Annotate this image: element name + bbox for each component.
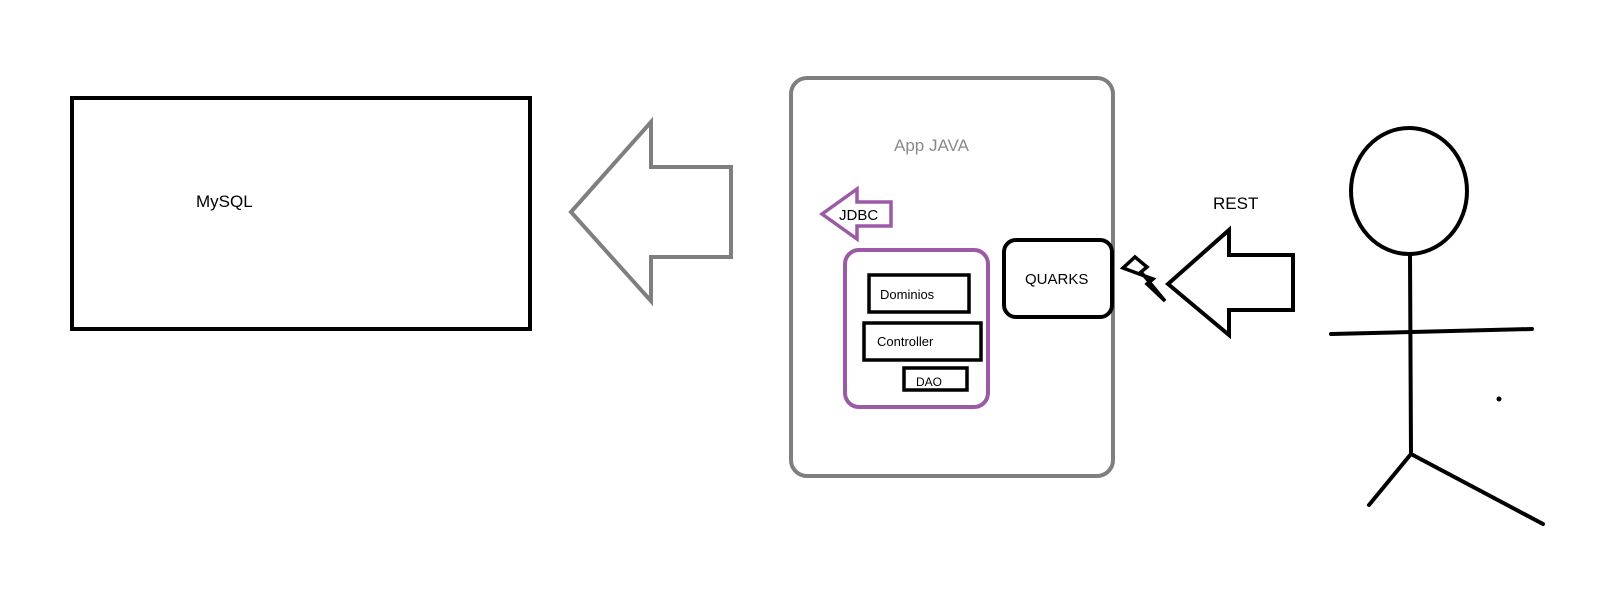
user-right-leg — [1409, 452, 1545, 526]
quarks-box — [1002, 238, 1114, 319]
rest-label: REST — [1213, 194, 1258, 213]
dominios-label: Dominios — [880, 287, 935, 302]
app-java-container: App JAVA JDBC Dominios Controller DAO QU… — [789, 76, 1115, 478]
user-to-app-arrow — [1164, 225, 1295, 340]
app-java-title: App JAVA — [894, 136, 970, 155]
stray-dot — [1496, 396, 1502, 402]
jdbc-label: JDBC — [839, 207, 878, 224]
user-stick-figure — [1329, 126, 1545, 526]
quarks-label: QUARKS — [1025, 271, 1088, 288]
user-head — [1349, 126, 1469, 256]
mysql-label: MySQL — [196, 192, 253, 211]
user-left-leg — [1367, 452, 1413, 507]
jdbc-arrow — [818, 185, 893, 243]
user-body — [1408, 252, 1413, 456]
mysql-node: MySQL — [70, 96, 532, 331]
controller-box — [862, 321, 983, 362]
controller-label: Controller — [877, 334, 934, 349]
lightning-bolt-icon — [1119, 254, 1167, 303]
mysql-box — [70, 96, 532, 331]
dominios-box — [867, 273, 971, 314]
app-to-db-arrow — [568, 116, 733, 307]
dao-box — [902, 366, 969, 392]
dao-label: DAO — [916, 375, 942, 389]
user-arms — [1329, 327, 1534, 336]
